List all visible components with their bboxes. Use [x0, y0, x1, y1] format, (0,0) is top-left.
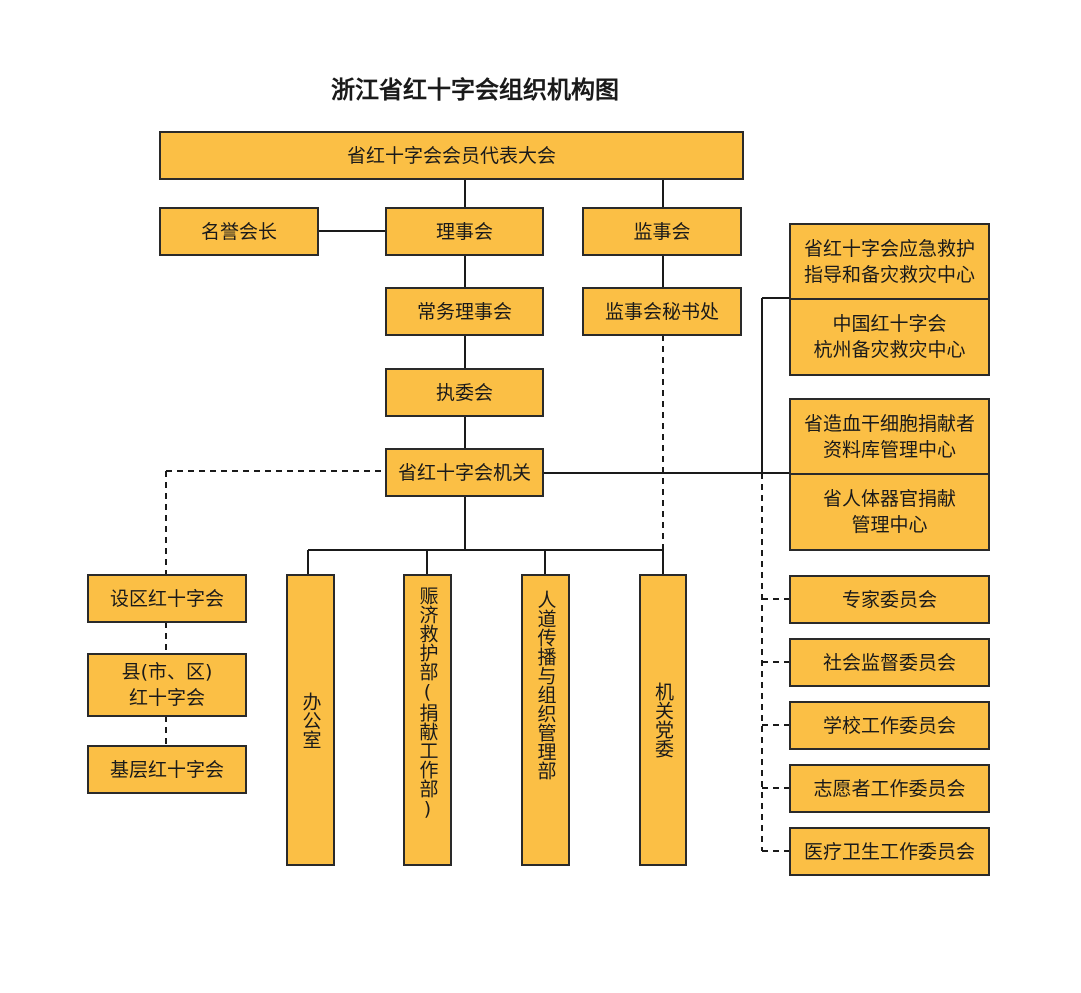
expert-committee-box: 专家委员会: [789, 575, 990, 624]
honorary-president-box: 名誉会长: [159, 207, 319, 256]
school-committee-box: 学校工作委员会: [789, 701, 990, 750]
provincial-office-box: 省红十字会机关: [385, 448, 544, 497]
standing-council-box: 常务理事会: [385, 287, 544, 336]
congress-box: 省红十字会会员代表大会: [159, 131, 744, 180]
emergency-center-line1: 省红十字会应急救护: [803, 237, 975, 260]
humanitarian-dept-box: 人道传播与组织管理部: [521, 574, 570, 866]
social-supervision-committee-box: 社会监督委员会: [789, 638, 990, 687]
party-committee-box: 机关党委: [639, 574, 687, 866]
hangzhou-center-box: 中国红十字会 杭州备灾救灾中心: [789, 298, 990, 376]
stemcell-center-line1: 省造血干细胞捐献者: [803, 412, 975, 435]
executive-committee-box: 执委会: [385, 368, 544, 417]
organ-center-box: 省人体器官捐献 管理中心: [789, 473, 990, 551]
county-rc-box: 县(市、区) 红十字会: [87, 653, 247, 717]
supervisory-board-box: 监事会: [582, 207, 742, 256]
council-box: 理事会: [385, 207, 544, 256]
emergency-center-box: 省红十字会应急救护 指导和备灾救灾中心: [789, 223, 990, 300]
medical-committee-box: 医疗卫生工作委员会: [789, 827, 990, 876]
grassroots-rc-box: 基层红十字会: [87, 745, 247, 794]
stemcell-center-box: 省造血干细胞捐献者 资料库管理中心: [789, 398, 990, 475]
supervisory-secretariat-box: 监事会秘书处: [582, 287, 742, 336]
hangzhou-center-line2: 杭州备灾救灾中心: [813, 339, 966, 361]
county-rc-line2: 红十字会: [128, 687, 205, 709]
stemcell-center-line2: 资料库管理中心: [822, 438, 956, 461]
chart-title: 浙江省红十字会组织机构图: [331, 76, 619, 104]
organ-center-line1: 省人体器官捐献: [822, 488, 956, 510]
organ-center-line2: 管理中心: [851, 514, 928, 536]
county-rc-line1: 县(市、区): [121, 661, 213, 683]
relief-dept-box: 赈济救护部(捐献工作部): [403, 574, 452, 866]
volunteer-committee-box: 志愿者工作委员会: [789, 764, 990, 813]
office-dept-box: 办公室: [286, 574, 335, 866]
emergency-center-line2: 指导和备灾救灾中心: [803, 263, 975, 286]
district-rc-box: 设区红十字会: [87, 574, 247, 623]
hangzhou-center-line1: 中国红十字会: [832, 313, 947, 335]
